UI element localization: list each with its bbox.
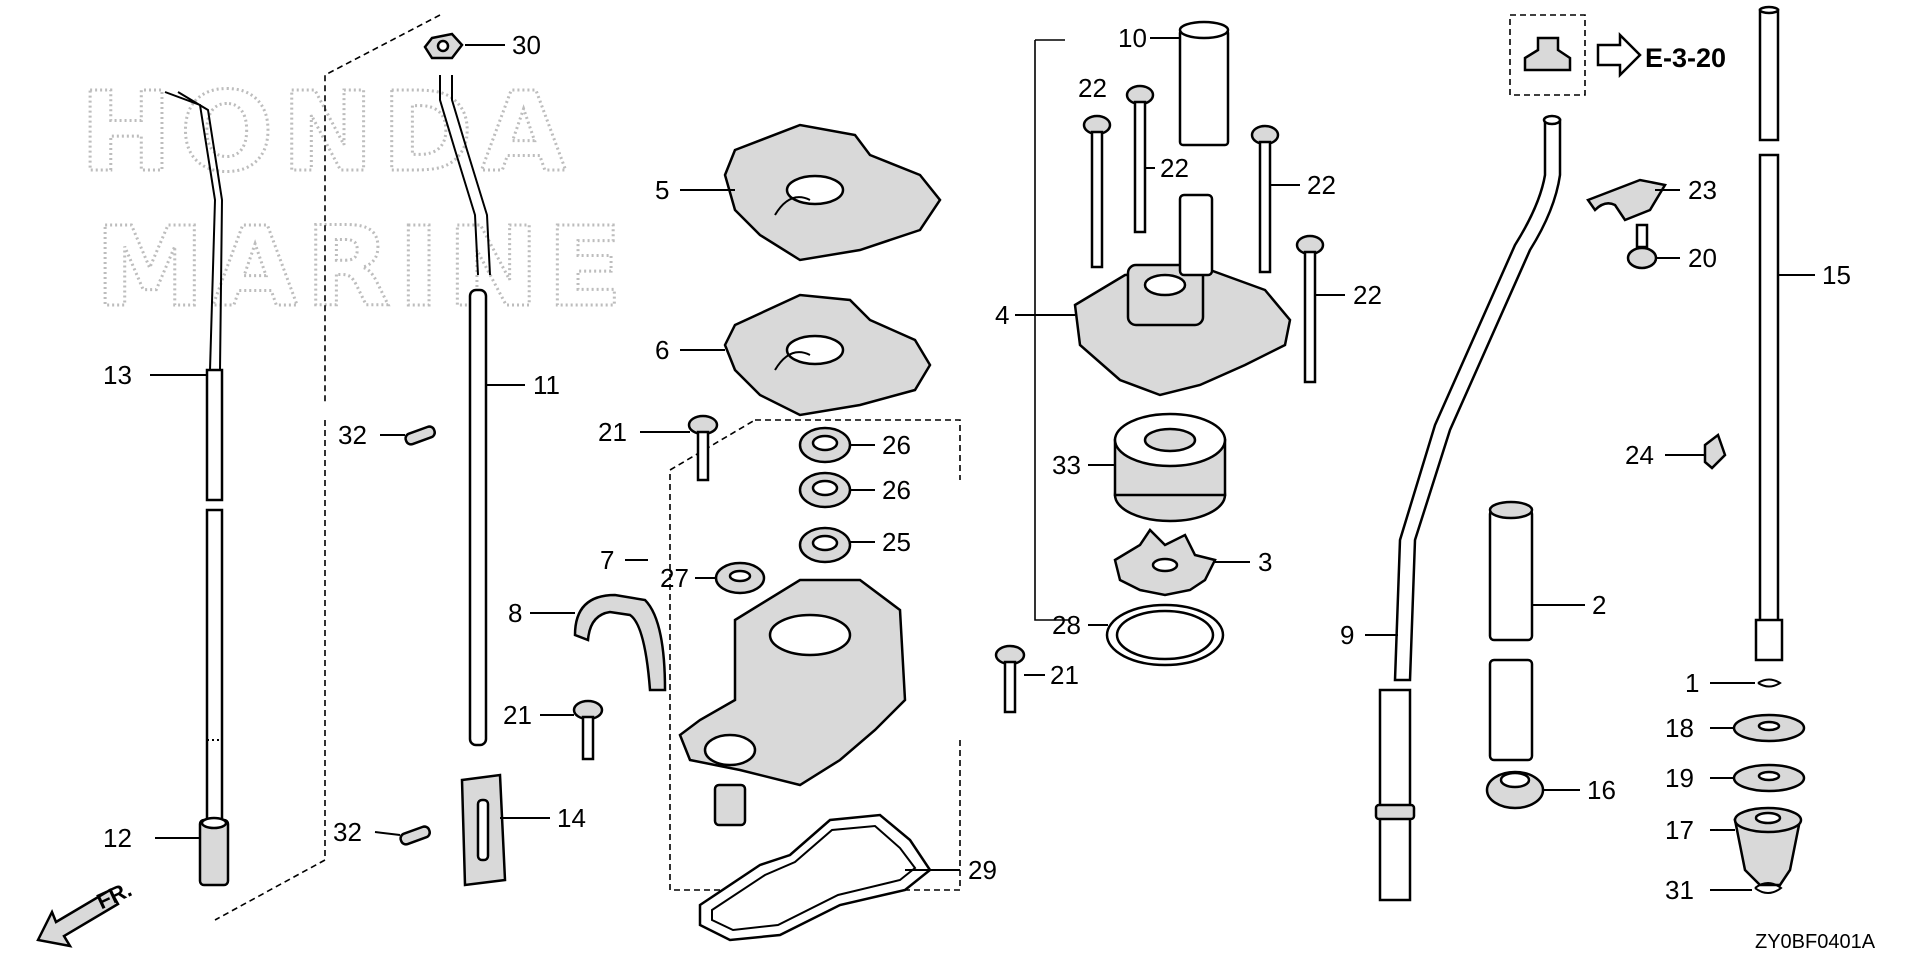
callout-22a: 22 (1078, 73, 1107, 103)
callout-32a: 32 (338, 420, 367, 450)
part-24-key[interactable] (1703, 432, 1727, 470)
part-22b-bolt[interactable] (1125, 84, 1155, 234)
callout-25: 25 (882, 527, 911, 557)
part-25-bearing[interactable] (798, 526, 852, 564)
part-10-tube[interactable] (1178, 20, 1230, 147)
callout-7: 7 (600, 545, 614, 575)
part-11-shift-rod-upper[interactable] (439, 75, 491, 747)
part-26b-bearing[interactable] (798, 471, 852, 509)
callout-17: 17 (1665, 815, 1694, 845)
callout-32b: 32 (333, 817, 362, 847)
callout-18: 18 (1665, 713, 1694, 743)
part-18-washer[interactable] (1732, 713, 1806, 743)
part-21b-bolt[interactable] (572, 699, 604, 761)
assembly-line-left (214, 14, 441, 921)
callout-30: 30 (512, 30, 541, 60)
callout-2: 2 (1592, 590, 1606, 620)
part-4-pump-case[interactable] (1073, 193, 1292, 397)
callout-24: 24 (1625, 440, 1654, 470)
callout-31: 31 (1665, 875, 1694, 905)
part-9-water-tube[interactable] (1374, 114, 1562, 902)
part-20-bolt[interactable] (1626, 223, 1658, 270)
callout-26b: 26 (882, 475, 911, 505)
callout-27: 27 (660, 563, 689, 593)
callout-14: 14 (557, 803, 586, 833)
part-3-impeller[interactable] (1113, 528, 1217, 597)
front-arrow-icon (36, 888, 120, 948)
part-22a-bolt[interactable] (1082, 114, 1112, 269)
callout-21b: 21 (503, 700, 532, 730)
part-7-pump-housing[interactable] (678, 578, 907, 827)
part-28-gasket[interactable] (1105, 603, 1225, 667)
callout-3: 3 (1258, 547, 1272, 577)
callout-11: 11 (533, 370, 560, 400)
part-32b-pin[interactable] (399, 825, 431, 846)
callout-16: 16 (1587, 775, 1616, 805)
callout-20: 20 (1688, 243, 1717, 273)
callout-8: 8 (508, 598, 522, 628)
callouts: 30 5 6 13 11 32 21 26 26 25 7 27 8 21 21… (103, 23, 1851, 905)
part-23-plate[interactable] (1586, 178, 1667, 222)
callout-19: 19 (1665, 763, 1694, 793)
part-12-rod-joint[interactable] (198, 816, 230, 887)
part-5-plate[interactable] (723, 123, 942, 262)
callout-1: 1 (1685, 668, 1699, 698)
part-22c-bolt[interactable] (1250, 124, 1280, 274)
callout-26a: 26 (882, 430, 911, 460)
callout-22b: 22 (1160, 153, 1189, 183)
part-14-rod-guide[interactable] (460, 773, 507, 887)
part-15-vertical-shaft[interactable] (1754, 5, 1784, 662)
part-6-gasket[interactable] (723, 293, 932, 417)
callout-23: 23 (1688, 175, 1717, 205)
callout-6: 6 (655, 335, 669, 365)
part-17-pinion-gear[interactable] (1733, 806, 1803, 887)
callout-21a: 21 (598, 417, 627, 447)
callout-12: 12 (103, 823, 132, 853)
callout-4: 4 (995, 300, 1009, 330)
callout-22c: 22 (1307, 170, 1336, 200)
callout-15: 15 (1822, 260, 1851, 290)
callout-10: 10 (1118, 23, 1147, 53)
part-21a-bolt[interactable] (687, 414, 719, 482)
part-19-washer[interactable] (1732, 763, 1806, 793)
part-8-seal-rubber[interactable] (573, 593, 667, 692)
part-2-grommet-tube[interactable] (1488, 500, 1534, 762)
watermark: HONDA MARINE (79, 67, 630, 333)
part-21c-bolt[interactable] (994, 644, 1026, 714)
front-direction-marker: FR. (36, 876, 135, 948)
watermark-line1: HONDA (80, 68, 574, 196)
part-26a-bearing[interactable] (798, 426, 852, 464)
part-32a-pin[interactable] (404, 425, 436, 446)
callout-22d: 22 (1353, 280, 1382, 310)
part-1-circlip[interactable] (1757, 678, 1782, 688)
part-29-gasket[interactable] (698, 813, 932, 942)
callout-5: 5 (655, 175, 669, 205)
callout-33: 33 (1052, 450, 1081, 480)
part-13-shift-rod[interactable] (164, 91, 224, 822)
reference-label: E-3-20 (1645, 43, 1726, 73)
callout-9: 9 (1340, 620, 1354, 650)
part-22d-bolt[interactable] (1295, 234, 1325, 384)
part-27-seal[interactable] (714, 561, 766, 595)
callout-21c: 21 (1050, 660, 1079, 690)
callout-29: 29 (968, 855, 997, 885)
assembly-bracket-pump (1034, 39, 1070, 621)
part-16-grommet[interactable] (1485, 770, 1545, 810)
part-30-nut[interactable] (423, 32, 464, 60)
callout-28: 28 (1052, 610, 1081, 640)
part-33-liner[interactable] (1113, 412, 1227, 523)
part-31-circlip[interactable] (1754, 882, 1783, 894)
watermark-line2: MARINE (95, 203, 630, 331)
diagram-code: ZY0BF0401A (1755, 931, 1876, 953)
reference-link-e-3-20[interactable]: E-3-20 (1509, 14, 1726, 96)
callout-13: 13 (103, 360, 132, 390)
arrow-right-icon (1596, 31, 1642, 79)
